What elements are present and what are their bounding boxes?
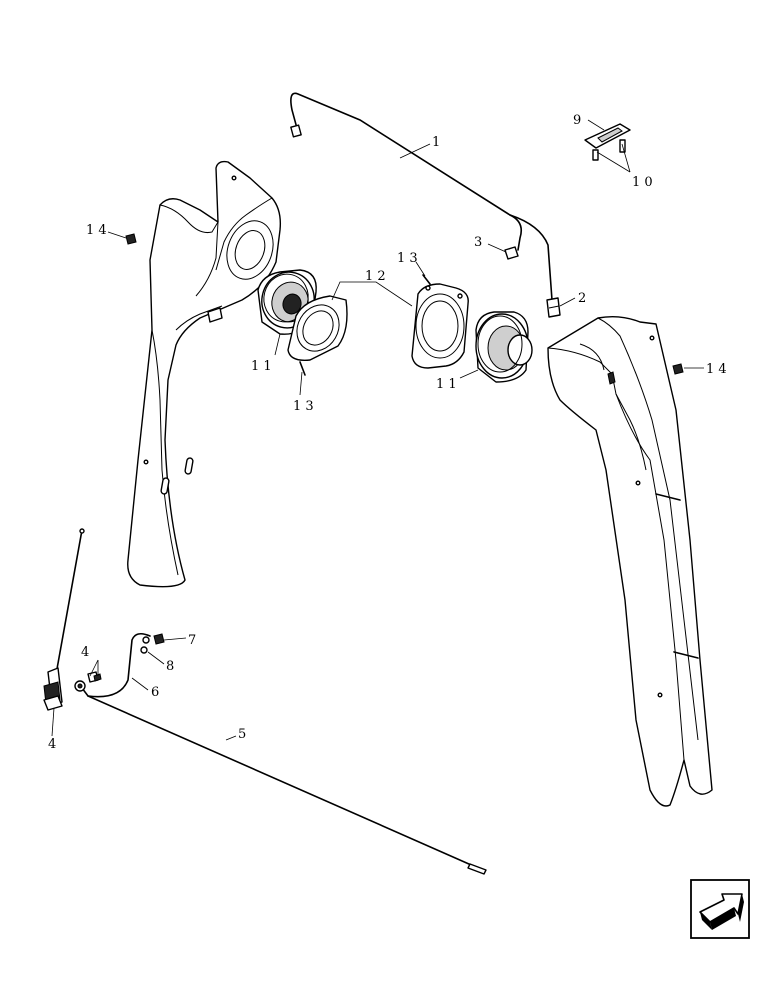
label-11-left: 1 1 bbox=[251, 359, 272, 374]
label-12: 1 2 bbox=[365, 269, 386, 284]
label-6: 6 bbox=[151, 685, 159, 700]
label-4b: 4 bbox=[48, 737, 56, 752]
label-5: 5 bbox=[238, 727, 246, 742]
label-3: 3 bbox=[474, 235, 482, 250]
label-1: 1 bbox=[432, 135, 440, 150]
mounting-clip bbox=[584, 123, 631, 161]
leader-lines bbox=[51, 119, 704, 741]
connector bbox=[546, 297, 561, 318]
antenna-cable bbox=[74, 632, 487, 875]
label-2: 2 bbox=[578, 291, 586, 306]
label-10: 1 0 bbox=[632, 175, 653, 190]
arrow-navigation-icon[interactable] bbox=[690, 879, 750, 939]
clip-fastener-left bbox=[125, 233, 137, 245]
wire-harness bbox=[290, 92, 553, 301]
label-4a: 4 bbox=[81, 645, 89, 660]
label-11-right: 1 1 bbox=[436, 377, 457, 392]
antenna-bracket bbox=[140, 633, 165, 654]
clip-fastener-right bbox=[672, 363, 684, 375]
left-pillar-trim bbox=[127, 160, 282, 588]
label-14-right: 1 4 bbox=[706, 362, 727, 377]
antenna bbox=[43, 528, 85, 711]
speaker-grille-left bbox=[287, 295, 348, 361]
label-13-top: 1 3 bbox=[397, 251, 418, 266]
label-9: 9 bbox=[573, 113, 581, 128]
label-7: 7 bbox=[188, 633, 196, 648]
label-8: 8 bbox=[166, 659, 174, 674]
speaker-grille-right bbox=[411, 283, 469, 369]
part-labels: 1 2 3 4 4 5 6 7 8 9 1 0 1 1 1 1 1 2 1 3 … bbox=[48, 113, 727, 752]
grille-screws bbox=[299, 274, 431, 376]
label-14-left: 1 4 bbox=[86, 223, 107, 238]
label-13-bottom: 1 3 bbox=[293, 399, 314, 414]
right-pillar-trim bbox=[547, 315, 713, 807]
speaker-right bbox=[475, 311, 533, 383]
